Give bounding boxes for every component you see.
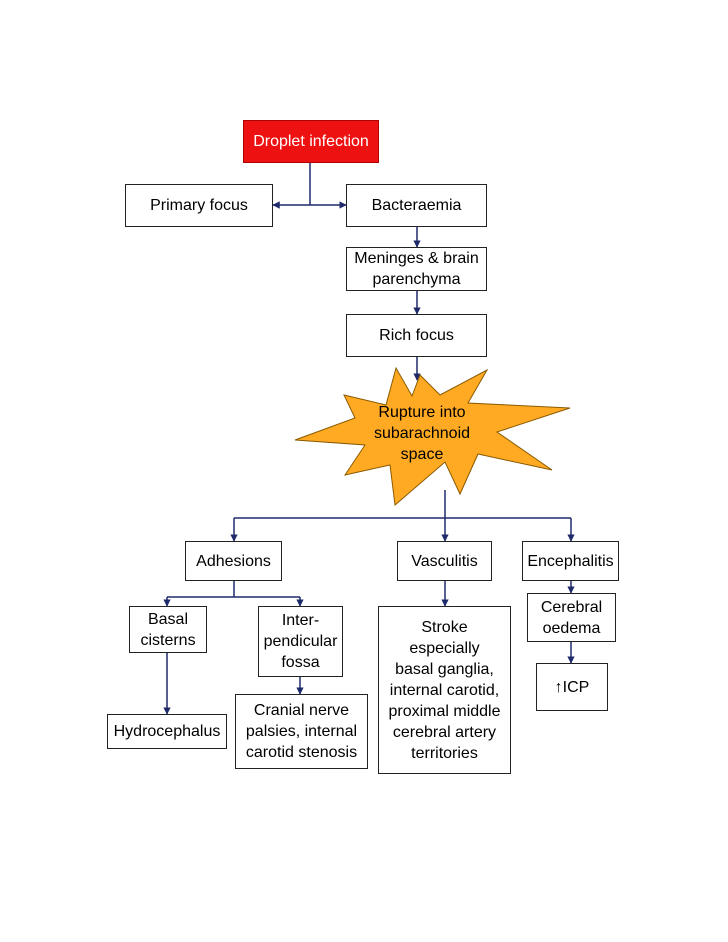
node-meninges-brain-parenchyma: Meninges & brain parenchyma bbox=[346, 247, 487, 291]
rupture-burst-shape bbox=[294, 366, 571, 506]
node-droplet-infection: Droplet infection bbox=[243, 120, 379, 163]
node-cerebral-oedema: Cerebral oedema bbox=[527, 593, 616, 642]
node-encephalitis: Encephalitis bbox=[522, 541, 619, 581]
node-bacteraemia: Bacteraemia bbox=[346, 184, 487, 227]
node-primary-focus: Primary focus bbox=[125, 184, 273, 227]
node-adhesions: Adhesions bbox=[185, 541, 282, 581]
node-basal-cisterns: Basal cisterns bbox=[129, 606, 207, 653]
node-rich-focus: Rich focus bbox=[346, 314, 487, 357]
node-vasculitis: Vasculitis bbox=[397, 541, 492, 581]
node-interpeduncular-fossa: Inter- pendicular fossa bbox=[258, 606, 343, 677]
node-icp: ↑ICP bbox=[536, 663, 608, 711]
node-stroke: Stroke especially basal ganglia, interna… bbox=[378, 606, 511, 774]
node-hydrocephalus: Hydrocephalus bbox=[107, 714, 227, 749]
node-cranial-nerve-palsies: Cranial nerve palsies, internal carotid … bbox=[235, 694, 368, 769]
node-rupture-subarachnoid: Rupture into subarachnoid space bbox=[373, 403, 471, 463]
